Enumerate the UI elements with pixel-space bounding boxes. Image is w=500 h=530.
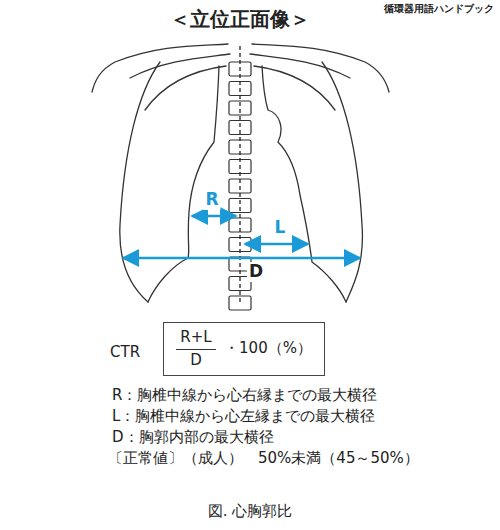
- fraction-bar: [176, 349, 216, 350]
- numerator: R+L: [180, 329, 211, 346]
- measure-label: R: [203, 190, 220, 210]
- measure-arrows: [123, 216, 360, 258]
- figure-caption: 図. 心胸郭比: [208, 503, 293, 520]
- formula-box: R+L D ・100（%）: [163, 322, 325, 376]
- measure-label: D: [247, 262, 265, 282]
- definition-note: R：胸椎中線から心右縁までの最大横径: [112, 387, 377, 404]
- spine-midline: [239, 46, 240, 302]
- thorax-outline: [92, 44, 389, 302]
- l-arrow: [245, 243, 308, 246]
- fraction: R+L D: [176, 329, 216, 369]
- denominator: D: [190, 352, 202, 369]
- measure-label: L: [273, 218, 288, 238]
- watermark: 循環器用語ハンドブック: [384, 3, 494, 15]
- formula-label: CTR: [110, 344, 140, 361]
- view-title: ＜立位正面像＞: [170, 8, 310, 31]
- normal-value-note: 〔正常値〕（成人） 50%未満（45～50%）: [108, 450, 419, 467]
- r-arrow: [192, 215, 236, 218]
- multiplier-text: ・100（%）: [224, 340, 312, 357]
- definition-note: D：胸郭内部の最大横径: [112, 429, 274, 446]
- d-arrow: [123, 257, 360, 260]
- multiplier: ・100（%）: [224, 340, 312, 357]
- definition-note: L：胸椎中線から心左縁までの最大横径: [112, 408, 375, 425]
